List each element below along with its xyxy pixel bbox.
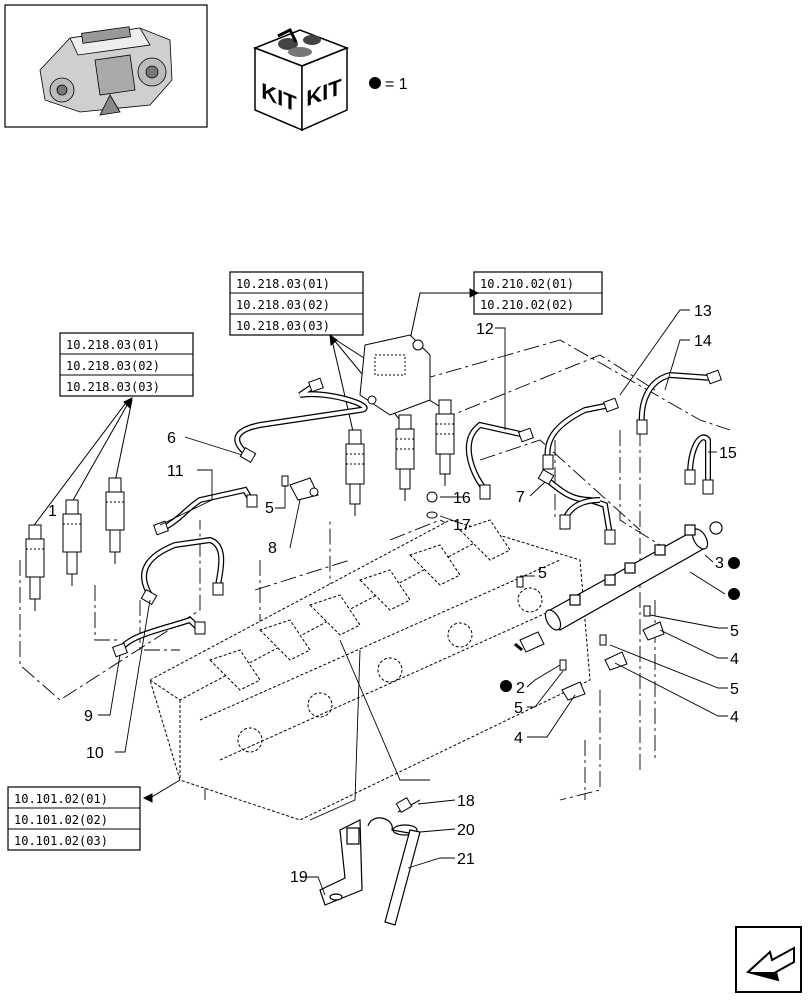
engine-thumbnail[interactable] [4, 4, 208, 128]
callout-20[interactable]: 20 [457, 822, 475, 839]
tube-21[interactable] [384, 829, 421, 926]
leader-kit-rail [689, 571, 726, 595]
ref-box-left [59, 332, 194, 397]
callout-5a[interactable]: 5 [265, 500, 274, 517]
callout-8[interactable]: 8 [268, 540, 277, 557]
callout-2[interactable]: 2 [516, 680, 525, 697]
ref-box-top-center [229, 271, 364, 336]
next-page-button[interactable] [735, 926, 802, 993]
kit-legend-dot-icon [369, 77, 381, 89]
callout-14[interactable]: 14 [694, 333, 712, 350]
bracket-4c [642, 621, 665, 641]
ref-left-2[interactable]: 10.218.03(02) [66, 359, 160, 373]
kit-dot-icon [500, 680, 512, 692]
callout-10[interactable]: 10 [86, 745, 104, 762]
callout-4b[interactable]: 4 [730, 709, 739, 726]
callout-18[interactable]: 18 [457, 793, 475, 810]
ref-top-right-1[interactable]: 10.210.02(01) [480, 277, 574, 291]
screw-5e [281, 475, 289, 487]
injector-left-group[interactable] [25, 477, 125, 611]
ref-top-center-2[interactable]: 10.218.03(02) [236, 298, 330, 312]
screw-5a [516, 576, 524, 588]
assembly-dashed-lines [19, 339, 731, 801]
cylinder-head[interactable] [149, 519, 591, 821]
callout-4c[interactable]: 4 [514, 730, 523, 747]
kit-legend-text: = 1 [385, 76, 408, 93]
pipe-fittings [112, 369, 722, 658]
injector-center-group[interactable] [345, 399, 455, 516]
pressure-sensor-2 [519, 631, 545, 653]
ref-bottom-left-3[interactable]: 10.101.02(03) [14, 834, 108, 848]
callout-5b[interactable]: 5 [538, 565, 547, 582]
callout-13[interactable]: 13 [694, 303, 712, 320]
ref-left-3[interactable]: 10.218.03(03) [66, 380, 160, 394]
callout-9[interactable]: 9 [84, 708, 93, 725]
callout-12[interactable]: 12 [476, 321, 494, 338]
clamp-20[interactable] [367, 817, 421, 836]
ref-bottom-left-2[interactable]: 10.101.02(02) [14, 813, 108, 827]
kit-dots [500, 557, 740, 692]
washer-17 [426, 511, 438, 519]
screw-5d [643, 605, 651, 617]
pipe-9 [117, 616, 203, 652]
callout-16[interactable]: 16 [453, 490, 471, 507]
callout-15[interactable]: 15 [719, 445, 737, 462]
callout-7[interactable]: 7 [516, 489, 525, 506]
fuel-rail[interactable] [542, 521, 723, 633]
callout-1[interactable]: 1 [48, 503, 57, 520]
callout-21[interactable]: 21 [457, 851, 475, 868]
fuel-injector [62, 499, 82, 586]
callout-5d[interactable]: 5 [730, 681, 739, 698]
fuel-injector [345, 429, 365, 516]
screw-5c [599, 634, 607, 646]
callout-5e[interactable]: 5 [514, 700, 523, 717]
ref-top-right-2[interactable]: 10.210.02(02) [480, 298, 574, 312]
callout-5c[interactable]: 5 [730, 623, 739, 640]
pipe-14 [638, 371, 713, 426]
callout-4a[interactable]: 4 [730, 651, 739, 668]
pipe-11 [158, 486, 255, 533]
ref-left-1[interactable]: 10.218.03(01) [66, 338, 160, 352]
ref-top-center-1[interactable]: 10.218.03(01) [236, 277, 330, 291]
fuel-injector [395, 414, 415, 501]
callout-19[interactable]: 19 [290, 869, 308, 886]
callout-6[interactable]: 6 [167, 430, 176, 447]
screw-5b [559, 659, 567, 671]
high-pressure-pump[interactable] [359, 334, 431, 416]
kit-dot-icon [728, 588, 740, 600]
fuel-injector [25, 524, 45, 611]
small-parts[interactable] [281, 475, 723, 701]
leader-lines [98, 309, 728, 896]
ref-box-top-right [473, 271, 603, 315]
next-page-arrow-icon [745, 946, 795, 982]
callout-labels: 1 2 3 4 4 4 5 5 5 5 5 6 7 8 9 10 11 12 1… [48, 303, 739, 886]
fuel-injector [105, 477, 125, 564]
pipe-10 [141, 536, 225, 597]
fitting-16 [426, 491, 438, 503]
bracket-19[interactable] [319, 819, 363, 906]
plug-3 [709, 521, 723, 535]
engine-icon [39, 26, 173, 116]
callout-17[interactable]: 17 [453, 517, 471, 534]
ref-top-center-3[interactable]: 10.218.03(03) [236, 319, 330, 333]
bracket-4b [604, 651, 628, 671]
callout-3[interactable]: 3 [715, 555, 724, 572]
ref-box-bottom-left [7, 786, 141, 851]
kit-dot-icon [728, 557, 740, 569]
fuel-injector [435, 399, 455, 486]
callout-11[interactable]: 11 [167, 463, 184, 480]
screw-18[interactable] [395, 796, 421, 814]
kit-box-icon: KIT KIT [252, 27, 350, 132]
ref-bottom-left-1[interactable]: 10.101.02(01) [14, 792, 108, 806]
bracket-4a [561, 681, 586, 701]
